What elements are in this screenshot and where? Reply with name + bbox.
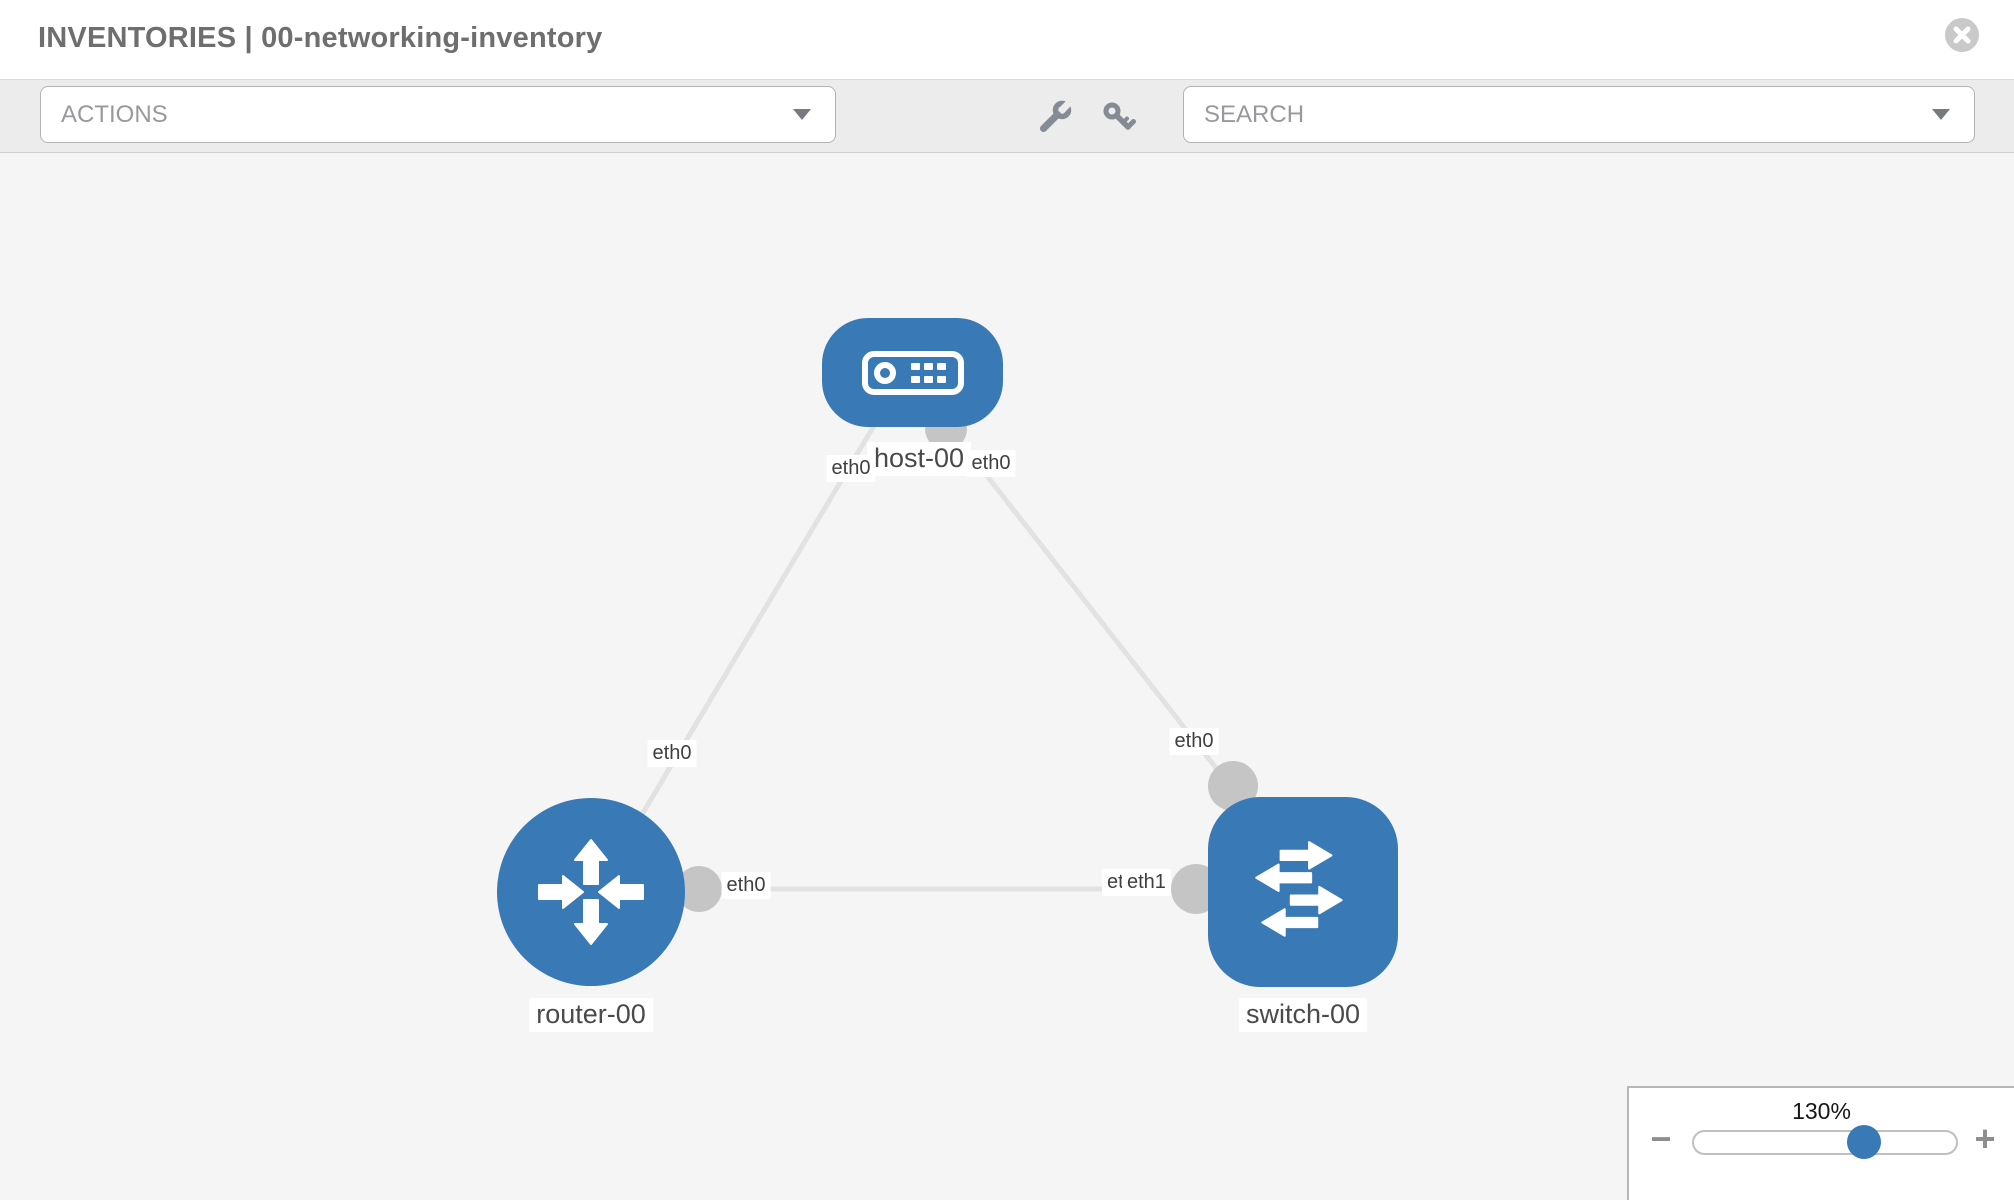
search-dropdown-label: SEARCH — [1204, 100, 1305, 128]
zoom-level: 130% — [1792, 1098, 1851, 1124]
zoom-in-button[interactable]: + — [1967, 1121, 2003, 1157]
caret-down-icon — [793, 109, 811, 120]
search-dropdown[interactable]: SEARCH — [1183, 86, 1975, 143]
title-bar: INVENTORIES | 00-networking-inventory — [0, 0, 2014, 79]
router-icon — [538, 839, 644, 945]
interface-label: eth0 — [1169, 728, 1219, 755]
actions-dropdown[interactable]: ACTIONS — [40, 86, 836, 143]
close-button[interactable] — [1945, 18, 1979, 52]
interface-label: eth0 — [647, 740, 697, 767]
wrench-icon — [1040, 100, 1072, 132]
interface-label: eth1 — [1122, 869, 1171, 896]
link-host-router[interactable] — [622, 417, 881, 845]
links-layer — [622, 408, 1258, 914]
node-host-00[interactable] — [822, 318, 1003, 427]
node-label: router-00 — [529, 998, 653, 1032]
topology-canvas[interactable]: host-00 router-00 switch-00 eth0 eth0 et… — [0, 153, 2014, 1200]
page-title: INVENTORIES | 00-networking-inventory — [38, 22, 603, 54]
key-icon — [1103, 102, 1136, 130]
switch-icon — [1255, 841, 1343, 937]
caret-down-icon — [1932, 109, 1950, 120]
interface-label: eth0 — [721, 872, 771, 899]
zoom-slider[interactable] — [1692, 1125, 1958, 1159]
interface-label: eth0 — [966, 450, 1016, 477]
tools-button[interactable] — [1036, 100, 1072, 139]
key-button[interactable] — [1100, 100, 1140, 139]
port-circle — [676, 866, 722, 912]
node-label: host-00 — [866, 442, 972, 476]
interface-label: eth0 — [826, 455, 876, 482]
node-label: switch-00 — [1238, 998, 1368, 1032]
zoom-out-button[interactable]: − — [1643, 1121, 1679, 1157]
node-router-00[interactable] — [497, 798, 685, 986]
close-icon — [1953, 26, 1971, 44]
zoom-control: 130% − + — [1627, 1086, 2014, 1200]
zoom-slider-thumb[interactable] — [1847, 1125, 1881, 1159]
node-switch-00[interactable] — [1208, 797, 1398, 987]
actions-dropdown-label: ACTIONS — [61, 100, 168, 128]
host-icon — [861, 350, 964, 395]
toolbar: ACTIONS SEARCH — [0, 79, 2014, 153]
